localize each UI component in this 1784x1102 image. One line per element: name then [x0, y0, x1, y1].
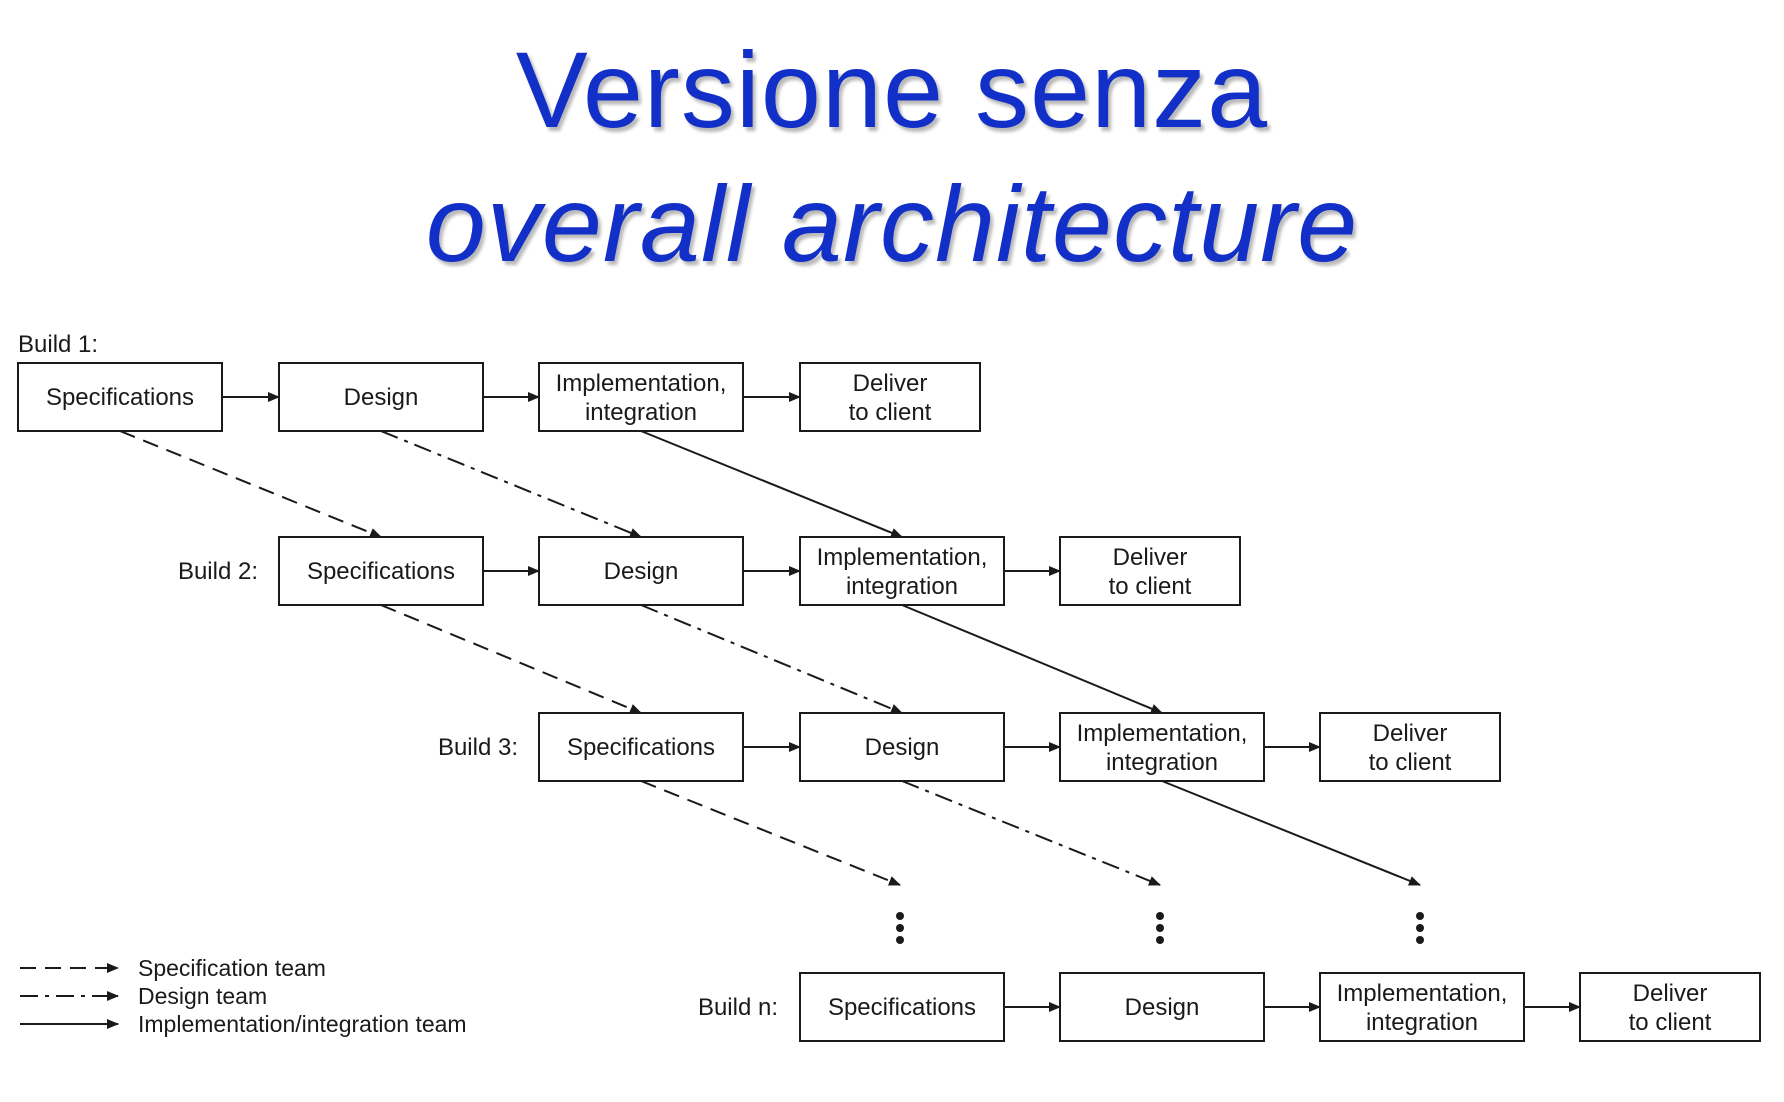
team-arrows	[119, 430, 1421, 886]
stage-rect	[278, 362, 484, 432]
stage-box: Design	[1059, 972, 1265, 1042]
stage-label: Specifications	[567, 734, 715, 761]
stage-rect	[538, 536, 744, 606]
build-row-4: Build n: Specifications Design Implementati…	[698, 972, 1761, 1042]
stage-label: Implementation,integration	[817, 544, 988, 600]
stage-label: Design	[865, 734, 940, 761]
legend-item: Specification team	[20, 955, 326, 981]
stage-rect	[1319, 712, 1501, 782]
team-arrow-solid	[901, 604, 1163, 714]
team-arrow-dash-dot	[380, 430, 642, 538]
stage-rect	[17, 362, 223, 432]
legend-label: Design team	[138, 983, 267, 1009]
stage-rect	[799, 712, 1005, 782]
stage-rect	[1059, 712, 1265, 782]
stage-box: Design	[278, 362, 484, 432]
stage-rect	[1059, 972, 1265, 1042]
stage-box: Implementation,integration	[538, 362, 744, 432]
stage-box: Implementation,integration	[1059, 712, 1265, 782]
stage-box: Implementation,integration	[1319, 972, 1525, 1042]
ellipsis-marker	[1416, 912, 1424, 944]
legend-label: Implementation/integration team	[138, 1011, 467, 1037]
stage-label: Implementation,integration	[1077, 720, 1248, 776]
stage-label: Implementation,integration	[1337, 980, 1508, 1036]
stage-box: Specifications	[278, 536, 484, 606]
stage-box: Implementation,integration	[799, 536, 1005, 606]
team-arrow-dashed	[640, 780, 901, 886]
title-line-1: Versione senza	[515, 29, 1269, 150]
stage-rect	[1059, 536, 1241, 606]
stage-label: Implementation,integration	[556, 370, 727, 426]
team-arrow-dash-dot	[640, 604, 903, 714]
legend-item: Design team	[20, 983, 267, 1009]
stage-label: Design	[1125, 994, 1200, 1021]
ellipsis-marker	[1156, 912, 1164, 944]
legend-item: Implementation/integration team	[20, 1011, 467, 1037]
stage-rect	[799, 972, 1005, 1042]
title-line-2: overall architecture	[425, 163, 1359, 284]
ellipsis-marker	[896, 912, 904, 944]
stage-rect	[799, 362, 981, 432]
build-label: Build n:	[698, 994, 778, 1021]
stage-box: Specifications	[799, 972, 1005, 1042]
team-arrow-dashed	[380, 604, 642, 714]
stage-label: Specifications	[46, 384, 194, 411]
team-arrow-solid	[640, 430, 903, 538]
stage-label: Specifications	[307, 558, 455, 585]
build-row-3: Build 3: Specifications Design Implementati…	[438, 712, 1501, 782]
team-arrow-solid	[1161, 780, 1421, 886]
stage-rect	[538, 362, 744, 432]
team-arrow-dashed	[119, 430, 382, 538]
build-row-1: Build 1: Specifications Design Implementati…	[17, 331, 981, 432]
stage-box: Specifications	[17, 362, 223, 432]
stage-rect	[1579, 972, 1761, 1042]
build-row-2: Build 2: Specifications Design Implementati…	[178, 536, 1241, 606]
stage-rect	[1319, 972, 1525, 1042]
team-arrow-dash-dot	[901, 780, 1161, 886]
ellipses	[896, 912, 1424, 944]
stage-label: Design	[604, 558, 679, 585]
stage-rect	[278, 536, 484, 606]
build-label: Build 1:	[18, 331, 98, 358]
stage-rect	[538, 712, 744, 782]
stage-label: Specifications	[828, 994, 976, 1021]
flow-arrows	[222, 392, 1581, 1012]
stage-rect	[799, 536, 1005, 606]
build-label: Build 2:	[178, 558, 258, 585]
stage-box: Design	[799, 712, 1005, 782]
build-label: Build 3:	[438, 734, 518, 761]
stage-box: Specifications	[538, 712, 744, 782]
stage-label: Design	[344, 384, 419, 411]
stage-box: Design	[538, 536, 744, 606]
legend-label: Specification team	[138, 955, 326, 981]
